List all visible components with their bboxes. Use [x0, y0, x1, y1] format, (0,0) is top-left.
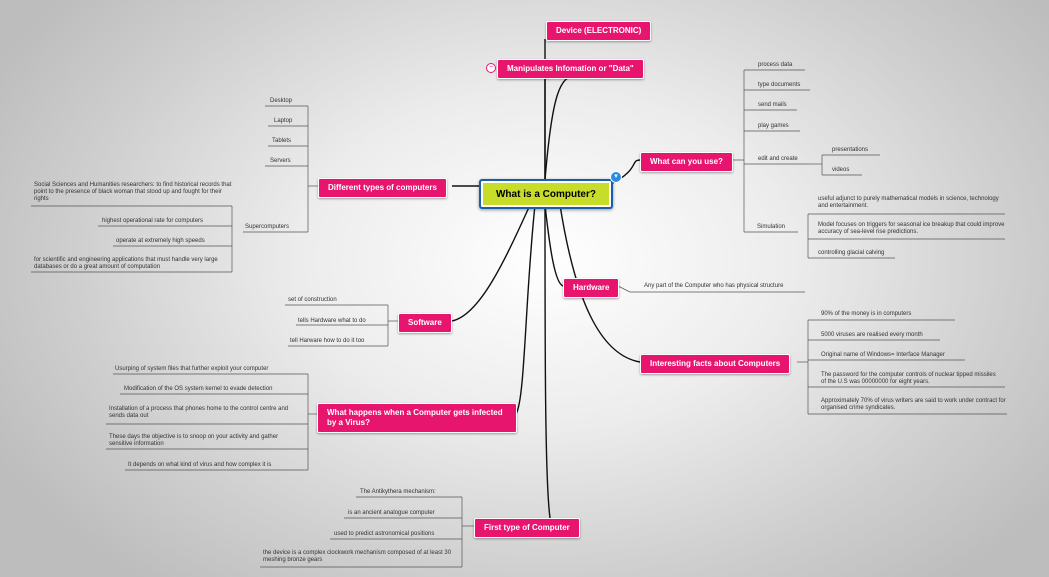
topic-different-types[interactable]: Different types of computers: [318, 178, 447, 198]
subtopic-usurping[interactable]: Usurping of system files that further ex…: [115, 366, 269, 372]
subtopic-clockwork[interactable]: the device is a complex clockwork mechan…: [263, 550, 452, 563]
subtopic-social-sciences[interactable]: Social Sciences and Humanities researche…: [34, 182, 232, 202]
subtopic-phones-home[interactable]: Installation of a process that phones ho…: [109, 406, 289, 419]
subtopic-type-documents[interactable]: type documents: [758, 82, 801, 88]
subtopic-edit-create[interactable]: edit and create: [758, 156, 798, 162]
subtopic-highest-rate[interactable]: highest operational rate for computers: [102, 218, 204, 224]
topic-virus[interactable]: What happens when a Computer gets infect…: [317, 403, 517, 433]
subtopic-high-speeds[interactable]: operate at extremely high speeds: [116, 238, 205, 244]
subtopic-fact-writers[interactable]: Approximately 70% of virus writers are s…: [821, 398, 1006, 411]
subtopic-servers[interactable]: Servers: [270, 158, 291, 164]
subtopic-fact-money[interactable]: 90% of the money is in computers: [821, 311, 912, 317]
subtopic-simulation[interactable]: Simulation: [757, 224, 786, 230]
subtopic-desktop[interactable]: Desktop: [270, 98, 293, 104]
topic-device[interactable]: Device (ELECTRONIC): [546, 21, 652, 41]
subtopic-antikythera[interactable]: The Antikythera mechanism:: [360, 489, 436, 495]
subtopic-send-mails[interactable]: send mails: [758, 102, 787, 108]
subtopic-play-games[interactable]: play games: [758, 123, 789, 129]
topic-first-type[interactable]: First type of Computer: [474, 518, 580, 538]
subtopic-kernel[interactable]: Modification of the OS system kernel to …: [124, 386, 273, 392]
subtopic-process-data[interactable]: process data: [758, 62, 793, 68]
subtopic-laptop[interactable]: Laptop: [274, 118, 293, 124]
subtopic-sim-adjunct[interactable]: useful adjunct to purely mathematical mo…: [818, 196, 999, 209]
central-topic-label: What is a Computer?: [495, 188, 596, 200]
subtopic-physical-structure[interactable]: Any part of the Computer who has physica…: [644, 283, 784, 289]
topic-what-can-you-use[interactable]: What can you use?: [640, 152, 733, 172]
subtopic-tells-hardware[interactable]: tells Hardware what to do: [298, 318, 366, 324]
subtopic-tablets[interactable]: Tablets: [272, 138, 292, 144]
topic-hardware[interactable]: Hardware: [563, 278, 620, 298]
subtopic-fact-windows[interactable]: Original name of Windows= Interface Mana…: [821, 352, 945, 358]
subtopic-astronomical[interactable]: used to predict astronomical positions: [334, 531, 435, 537]
subtopic-presentations[interactable]: presentations: [832, 147, 869, 153]
expand-badge-icon[interactable]: ▾: [610, 171, 622, 183]
central-topic[interactable]: What is a Computer?: [479, 179, 613, 209]
subtopic-scientific[interactable]: for scientific and engineering applicati…: [34, 257, 218, 270]
subtopic-depends[interactable]: It depends on what kind of virus and how…: [128, 462, 272, 468]
subtopic-sim-glacial[interactable]: controlling glacial calving: [818, 250, 885, 256]
subtopic-snoop[interactable]: These days the objective is to snoop on …: [109, 434, 279, 447]
topic-interesting-facts[interactable]: Interesting facts about Computers: [640, 354, 791, 374]
collapse-icon[interactable]: −: [486, 63, 496, 73]
topic-manipulates[interactable]: Manipulates Infomation or "Data": [497, 59, 644, 79]
subtopic-sim-model[interactable]: Model focuses on triggers for seasonal i…: [818, 222, 1005, 235]
subtopic-videos[interactable]: videos: [832, 167, 850, 173]
subtopic-fact-password[interactable]: The password for the computer controls o…: [821, 372, 996, 385]
subtopic-set-of-construction[interactable]: set of construction: [288, 297, 337, 303]
subtopic-analogue[interactable]: is an ancient analogue computer: [348, 510, 435, 516]
subtopic-fact-viruses[interactable]: 5000 viruses are realised every month: [821, 332, 923, 338]
topic-software[interactable]: Software: [398, 313, 452, 333]
subtopic-supercomputers[interactable]: Supercomputers: [245, 224, 290, 230]
subtopic-tell-how[interactable]: tell Harware how to do it too: [290, 338, 365, 344]
